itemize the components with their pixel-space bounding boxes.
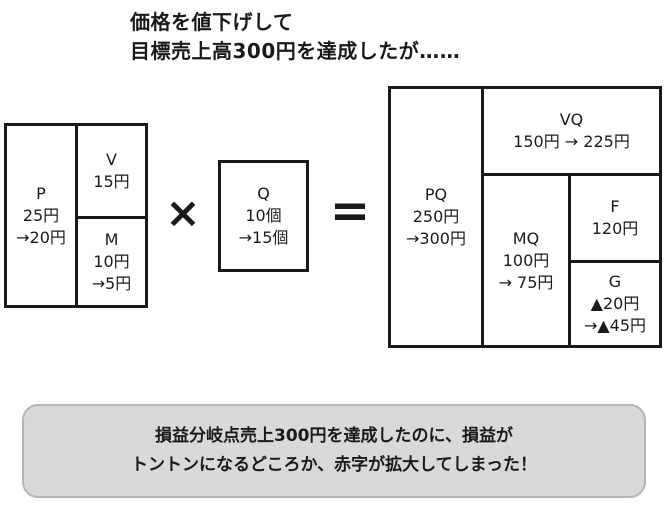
m-from: 10円 (93, 252, 130, 271)
price-box: P 25円 →20円 V 15円 M 10円 →5円 (4, 123, 148, 308)
pq-to: →300円 (406, 229, 466, 248)
note-line-2: トントンになるどころか、赤字が拡大してしまった！ (131, 455, 537, 475)
m-label: M (104, 230, 119, 249)
vq-label: VQ (559, 110, 584, 129)
divider (481, 89, 484, 345)
q-cell: Q 10個 →15個 (221, 163, 306, 269)
p-to: →20円 (16, 227, 66, 247)
m-cell: M 10円 →5円 (78, 219, 145, 305)
g-from: ▲20円 (590, 294, 640, 313)
title-line-2: 目標売上高300円を達成したが…… (130, 39, 461, 63)
divider (568, 176, 571, 345)
g-label: G (608, 272, 622, 291)
diagram-title: 価格を値下げして 目標売上高300円を達成したが…… (130, 8, 610, 66)
times-sign: × (165, 188, 201, 237)
title-line-1: 価格を値下げして (130, 10, 294, 34)
divider (484, 173, 659, 176)
conclusion-note: 損益分岐点売上300円を達成したのに、損益が トントンになるどころか、赤字が拡大… (22, 404, 646, 498)
mq-cell: MQ 100円 → 75円 (484, 176, 568, 345)
q-label: Q (257, 184, 270, 203)
p-from: 25円 (22, 205, 60, 225)
pq-cell: PQ 250円 →300円 (391, 89, 481, 345)
v-cell: V 15円 (78, 126, 145, 216)
note-line-1: 損益分岐点売上300円を達成したのに、損益が (155, 426, 513, 446)
mq-label: MQ (512, 228, 540, 248)
sales-box: PQ 250円 →300円 VQ 150円 → 225円 MQ 100円 → 7… (388, 86, 662, 348)
q-to: →15個 (238, 228, 289, 247)
v-label: V (106, 150, 117, 169)
p-label: P (36, 183, 46, 203)
mq-to: → 75円 (498, 272, 554, 292)
f-value: 120円 (591, 219, 639, 238)
m-to: →5円 (91, 274, 132, 293)
pq-label: PQ (424, 185, 448, 204)
mq-from: 100円 (502, 250, 550, 270)
g-to: →▲45円 (583, 316, 647, 335)
vq-cell: VQ 150円 → 225円 (484, 89, 659, 173)
q-from: 10個 (245, 206, 282, 225)
quantity-box: Q 10個 →15個 (218, 160, 309, 272)
vq-value: 150円 → 225円 (513, 132, 630, 151)
g-cell: G ▲20円 →▲45円 (571, 263, 659, 345)
f-label: F (610, 197, 620, 216)
equals-sign: = (329, 183, 371, 239)
p-cell: P 25円 →20円 (7, 126, 75, 305)
divider (75, 126, 78, 305)
divider (571, 260, 659, 263)
f-cell: F 120円 (571, 176, 659, 260)
v-value: 15円 (93, 172, 130, 191)
pq-from: 250円 (412, 207, 460, 226)
divider (78, 216, 145, 219)
